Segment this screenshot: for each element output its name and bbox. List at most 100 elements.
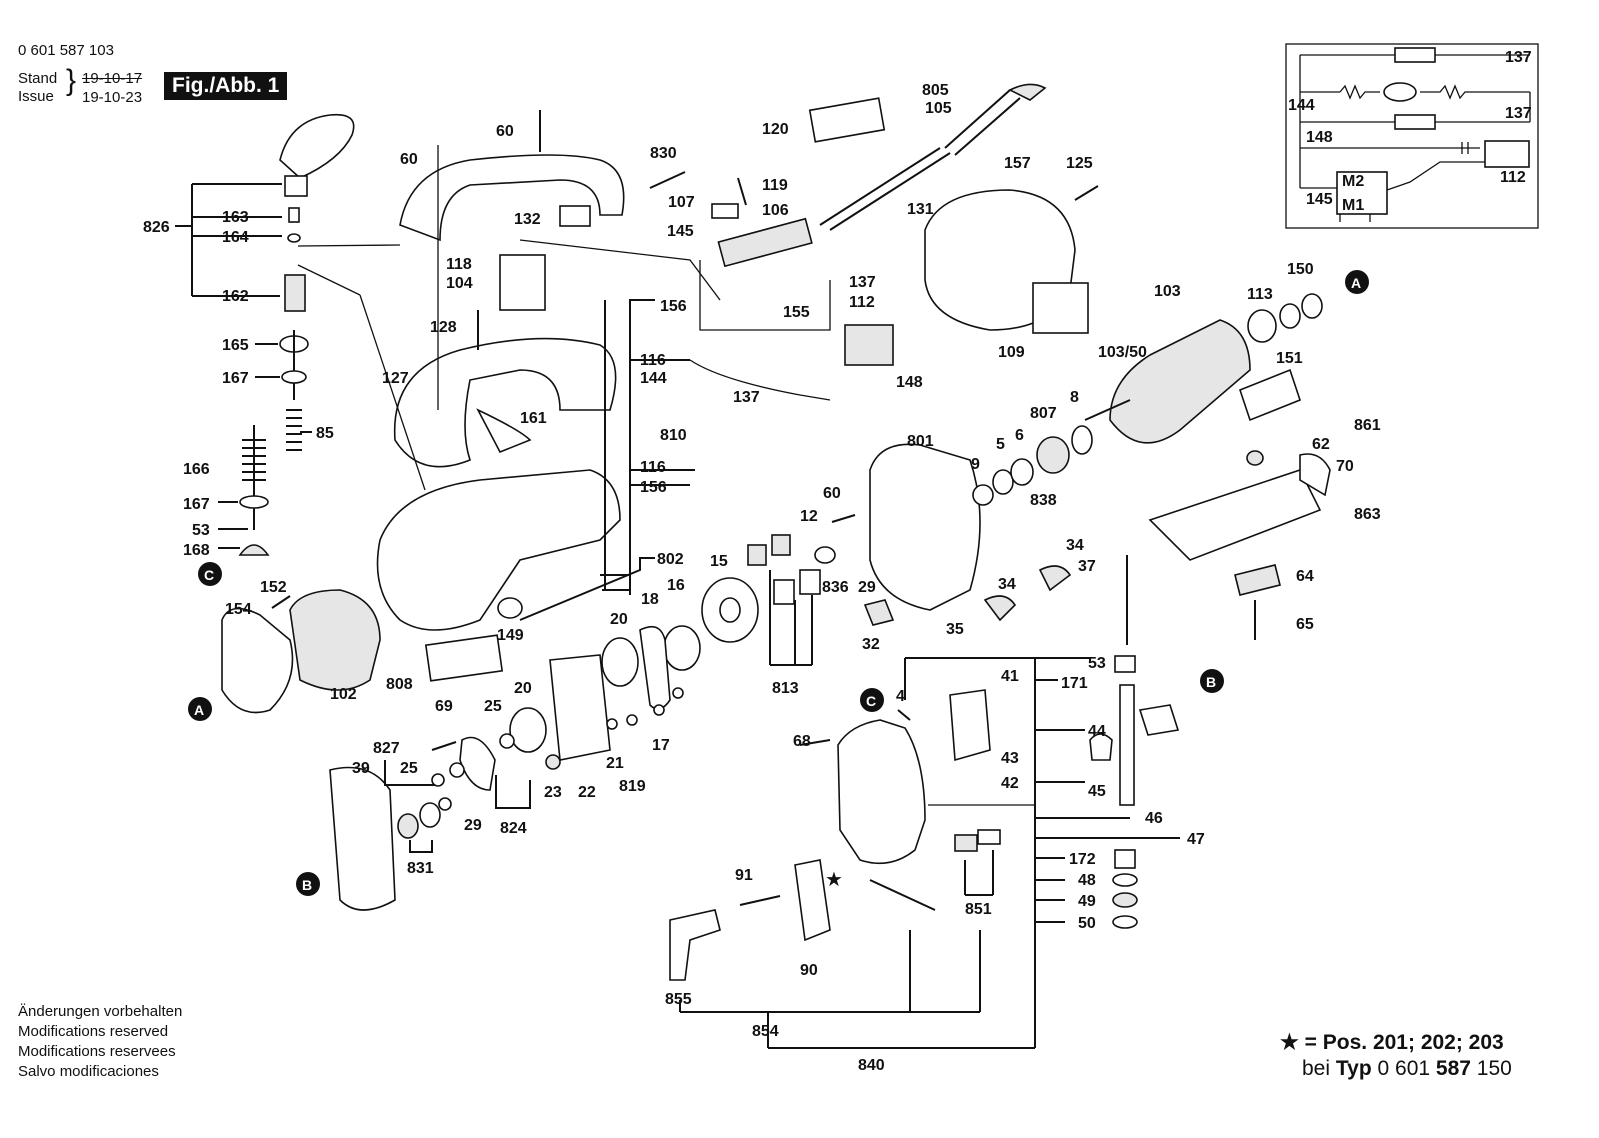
bracket-824	[495, 775, 531, 809]
part-number: 0 601 587 103	[18, 42, 114, 59]
cord-sleeve-105	[944, 89, 1011, 149]
star-note-text: = Pos. 201; 202; 203	[1304, 1031, 1504, 1054]
washer-49	[1112, 892, 1138, 908]
circlip-8	[1071, 425, 1093, 455]
label-167b: 167	[183, 496, 210, 513]
label-4: 4	[896, 688, 905, 705]
label-21: 21	[606, 755, 624, 772]
marker-a-bottom-label: A	[194, 702, 204, 718]
typ-num-b: 587	[1435, 1057, 1471, 1080]
part-18-shape	[639, 625, 671, 710]
label-155: 155	[783, 304, 810, 321]
typ-num-c: 150	[1476, 1057, 1512, 1080]
washer-12	[814, 546, 836, 564]
label-34a: 34	[1066, 537, 1084, 554]
marker-b-left	[296, 872, 320, 896]
screw-60c	[831, 514, 856, 523]
label-801: 801	[907, 433, 934, 450]
label-102: 102	[330, 686, 357, 703]
part-107-shape	[711, 203, 739, 219]
label-830: 830	[650, 145, 677, 162]
label-c112: 112	[1500, 169, 1526, 186]
gear-813b	[771, 534, 791, 556]
marker-c-left	[198, 562, 222, 586]
nut-62	[1246, 450, 1264, 466]
label-106: 106	[762, 202, 789, 219]
screw-125	[1074, 185, 1099, 201]
label-m2: M2	[1342, 173, 1364, 190]
motor-housing-157	[844, 185, 1099, 366]
label-w144: 144	[1288, 97, 1315, 114]
bracket-827	[384, 760, 435, 786]
marker-c-left-label: C	[204, 567, 214, 583]
lower-gear-housing	[669, 555, 1180, 1049]
tube-106	[717, 217, 813, 268]
label-162: 162	[222, 288, 249, 305]
plug-805	[1008, 83, 1047, 101]
label-107: 107	[668, 194, 695, 211]
label-60a: 60	[496, 123, 514, 140]
label-9: 9	[971, 456, 980, 473]
field-housing	[376, 469, 621, 631]
part-6-shape	[1010, 458, 1034, 486]
label-53b: 53	[1088, 655, 1106, 672]
screw-119	[737, 177, 747, 206]
label-49: 49	[1078, 893, 1096, 910]
part-851b	[977, 829, 1001, 845]
label-20b: 20	[514, 680, 532, 697]
label-156b: 156	[640, 479, 667, 496]
label-861: 861	[1354, 417, 1381, 434]
spring-85	[286, 409, 302, 451]
ring-16	[663, 625, 701, 671]
label-42: 42	[1001, 775, 1019, 792]
switch-104	[499, 254, 546, 311]
label-167a: 167	[222, 370, 249, 387]
handle-upper-shell	[399, 154, 625, 242]
label-29b: 29	[464, 817, 482, 834]
label-149: 149	[497, 627, 524, 644]
label-808: 808	[386, 676, 413, 693]
issue-label: Issue	[18, 88, 54, 105]
ring-150	[1301, 293, 1323, 319]
label-151: 151	[1276, 350, 1303, 367]
label-70: 70	[1336, 458, 1354, 475]
part-161-shape	[476, 408, 532, 454]
typ-prefix: bei	[1302, 1057, 1331, 1080]
label-23: 23	[544, 784, 562, 801]
brace-glyph: }	[66, 64, 77, 97]
label-113: 113	[1247, 286, 1273, 303]
label-60c: 60	[823, 485, 841, 502]
part-164-shape	[287, 233, 301, 243]
part-43-shape	[949, 689, 991, 762]
part-167a-shape	[281, 370, 307, 384]
label-41: 41	[1001, 668, 1019, 685]
label-118: 118	[446, 256, 472, 273]
label-5: 5	[996, 436, 1005, 453]
label-62: 62	[1312, 436, 1330, 453]
part-9-shape	[972, 484, 994, 506]
switch-m1-m2	[1336, 171, 1388, 215]
screw-91	[739, 895, 781, 906]
typ-num-a: 0 601	[1377, 1057, 1431, 1080]
handle-cap-part	[279, 113, 355, 179]
coil-left	[1339, 84, 1380, 100]
motor-symbol	[1383, 82, 1417, 102]
label-116b: 116	[640, 459, 666, 476]
bushing-831a	[397, 813, 419, 839]
label-47: 47	[1187, 831, 1205, 848]
handle-housing	[297, 110, 686, 491]
date-old: 19-10-17	[82, 70, 143, 87]
part-162-shape	[284, 274, 306, 312]
label-171: 171	[1061, 675, 1088, 692]
part-167b-shape	[239, 495, 269, 509]
field-coil-102	[289, 589, 381, 691]
label-824: 824	[500, 820, 527, 837]
gear-cover	[837, 719, 926, 865]
gear-813a	[747, 544, 767, 566]
screw-152	[271, 595, 291, 609]
screw-68	[799, 739, 831, 746]
bearing-807	[1036, 436, 1070, 474]
label-34b: 34	[998, 576, 1016, 593]
label-831: 831	[407, 860, 434, 877]
label-68: 68	[793, 733, 811, 750]
